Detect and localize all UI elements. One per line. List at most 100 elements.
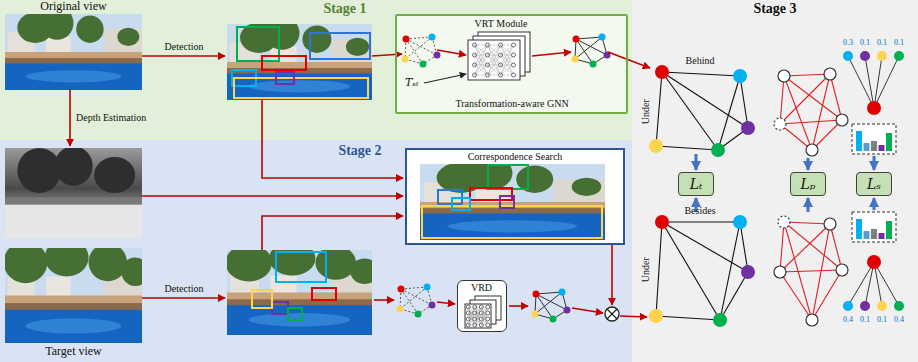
pool [227, 305, 372, 335]
detection-box [276, 72, 294, 84]
loss-symbol: Lₛ [867, 176, 881, 192]
flow-arrow [437, 50, 466, 55]
relation-edge [780, 224, 830, 272]
relation-label: Besides [684, 205, 715, 217]
neuron [512, 53, 516, 57]
synapse [475, 307, 482, 325]
relation-edge [780, 270, 842, 272]
score-value: 0.4 [894, 315, 904, 324]
tree [89, 248, 127, 281]
photo [420, 164, 605, 240]
object-node [806, 144, 818, 156]
flow-arrow [372, 54, 402, 56]
flow-arrow [142, 55, 225, 57]
synapse [501, 45, 514, 75]
deck [227, 299, 372, 306]
flow-arrow [873, 198, 876, 210]
module-title: Correspondence Search [468, 151, 563, 163]
flow-arrow [807, 158, 810, 170]
object-node [713, 313, 727, 327]
graph-edge [401, 287, 427, 289]
neuron [512, 63, 516, 67]
flow-arrow [873, 156, 876, 170]
relation-edge [662, 222, 720, 320]
synapse [501, 65, 514, 75]
object-node [860, 51, 870, 61]
relation-edge [812, 270, 842, 320]
detection-box [488, 165, 528, 189]
pool [5, 310, 142, 343]
relation-label: Under [639, 100, 651, 125]
synapse [481, 307, 488, 325]
relation-edge [830, 224, 842, 270]
graph-edge [576, 39, 607, 55]
relation-edge [662, 72, 718, 150]
synapse [501, 45, 514, 55]
depth-blob [17, 148, 61, 193]
object-node [806, 314, 818, 326]
module-box: Correspondence Search [405, 148, 625, 245]
tree [572, 178, 602, 196]
flow-arrow [620, 316, 647, 317]
flow-arrow [807, 198, 810, 212]
object-node [733, 69, 747, 83]
object-node [860, 301, 870, 311]
detection-box [262, 56, 306, 70]
tree [45, 248, 89, 277]
merge-symbol [607, 309, 617, 319]
object-node [778, 70, 790, 82]
object-node [741, 265, 755, 279]
graph-edge [406, 39, 437, 55]
photo-frame: Target view [5, 248, 142, 343]
symbol-label: Tₛₜ [405, 77, 419, 90]
synapse [501, 65, 514, 75]
tree [346, 38, 369, 56]
flow-arrow [509, 305, 528, 307]
score-edge [874, 262, 899, 306]
image-caption: Target view [45, 345, 102, 359]
flow-arrow [262, 100, 403, 178]
relation-edge [740, 76, 748, 128]
tree [117, 28, 139, 46]
fence [227, 293, 372, 301]
photo-frame: Original view [5, 14, 142, 90]
relation-edge [784, 74, 830, 76]
graph-node [532, 311, 539, 318]
neuron [486, 305, 490, 309]
graph-node [420, 61, 427, 68]
score-bar [871, 229, 877, 239]
pool-glint [448, 220, 578, 232]
graph-edge [406, 39, 423, 64]
score-value: 0.1 [877, 315, 887, 324]
stage-panel-fill [0, 0, 632, 140]
synapse [468, 307, 475, 325]
graph-node [402, 56, 409, 63]
module-fill [405, 148, 625, 245]
score-bar [864, 231, 870, 239]
tree [350, 259, 372, 285]
object-node [843, 51, 853, 61]
graph-edge [536, 294, 567, 310]
relation-label: Under [639, 258, 651, 283]
arrow-label: Depth Estimation [76, 112, 146, 124]
deck [5, 58, 142, 64]
synapse [481, 307, 488, 325]
score-value: 0.1 [860, 315, 870, 324]
detection-box [500, 196, 514, 208]
depth-blob [54, 148, 92, 186]
synapse [475, 65, 488, 75]
relation-edge [780, 272, 812, 320]
graph-node [564, 307, 571, 314]
graph-node [590, 61, 597, 68]
tree [302, 26, 331, 53]
detection-box [272, 302, 288, 314]
detection-box [470, 188, 512, 200]
graph-node [429, 34, 436, 41]
detection-box [310, 33, 370, 59]
relation-edge [656, 222, 662, 316]
score-bar [871, 141, 877, 151]
fence [5, 52, 142, 59]
graph-node [599, 34, 606, 41]
synapse [488, 65, 501, 75]
synapse [488, 45, 501, 75]
